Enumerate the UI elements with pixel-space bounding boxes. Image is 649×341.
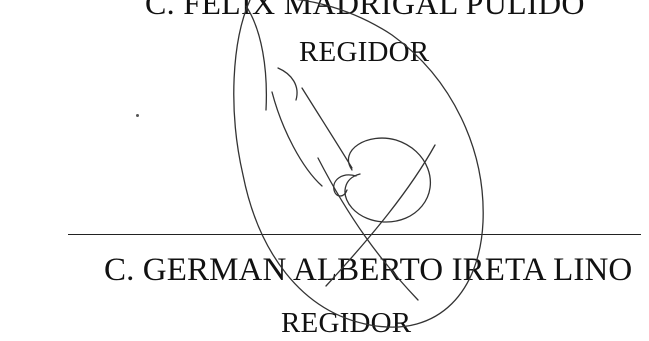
signatory-name-top: C. FELIX MADRIGAL PULIDO: [145, 0, 585, 21]
signatory-role-bottom: REGIDOR: [281, 307, 412, 339]
ink-speck: [136, 114, 139, 117]
signature-spine: [301, 87, 353, 169]
signature-outer-loop: [233, 0, 484, 328]
signatory-role-top: REGIDOR: [299, 36, 430, 68]
signature-line: [68, 234, 641, 235]
signature-diagonal-stroke: [325, 144, 436, 287]
signature-hook: [277, 67, 298, 101]
signature-small-loop: [333, 174, 357, 197]
signature-cross-stroke: [317, 157, 419, 301]
signatory-name-bottom: C. GERMAN ALBERTO IRETA LINO: [104, 252, 633, 288]
signature-left-stroke: [271, 91, 323, 187]
signature-inner-loop: [344, 137, 432, 223]
signature-tail-stroke: [245, 5, 267, 111]
